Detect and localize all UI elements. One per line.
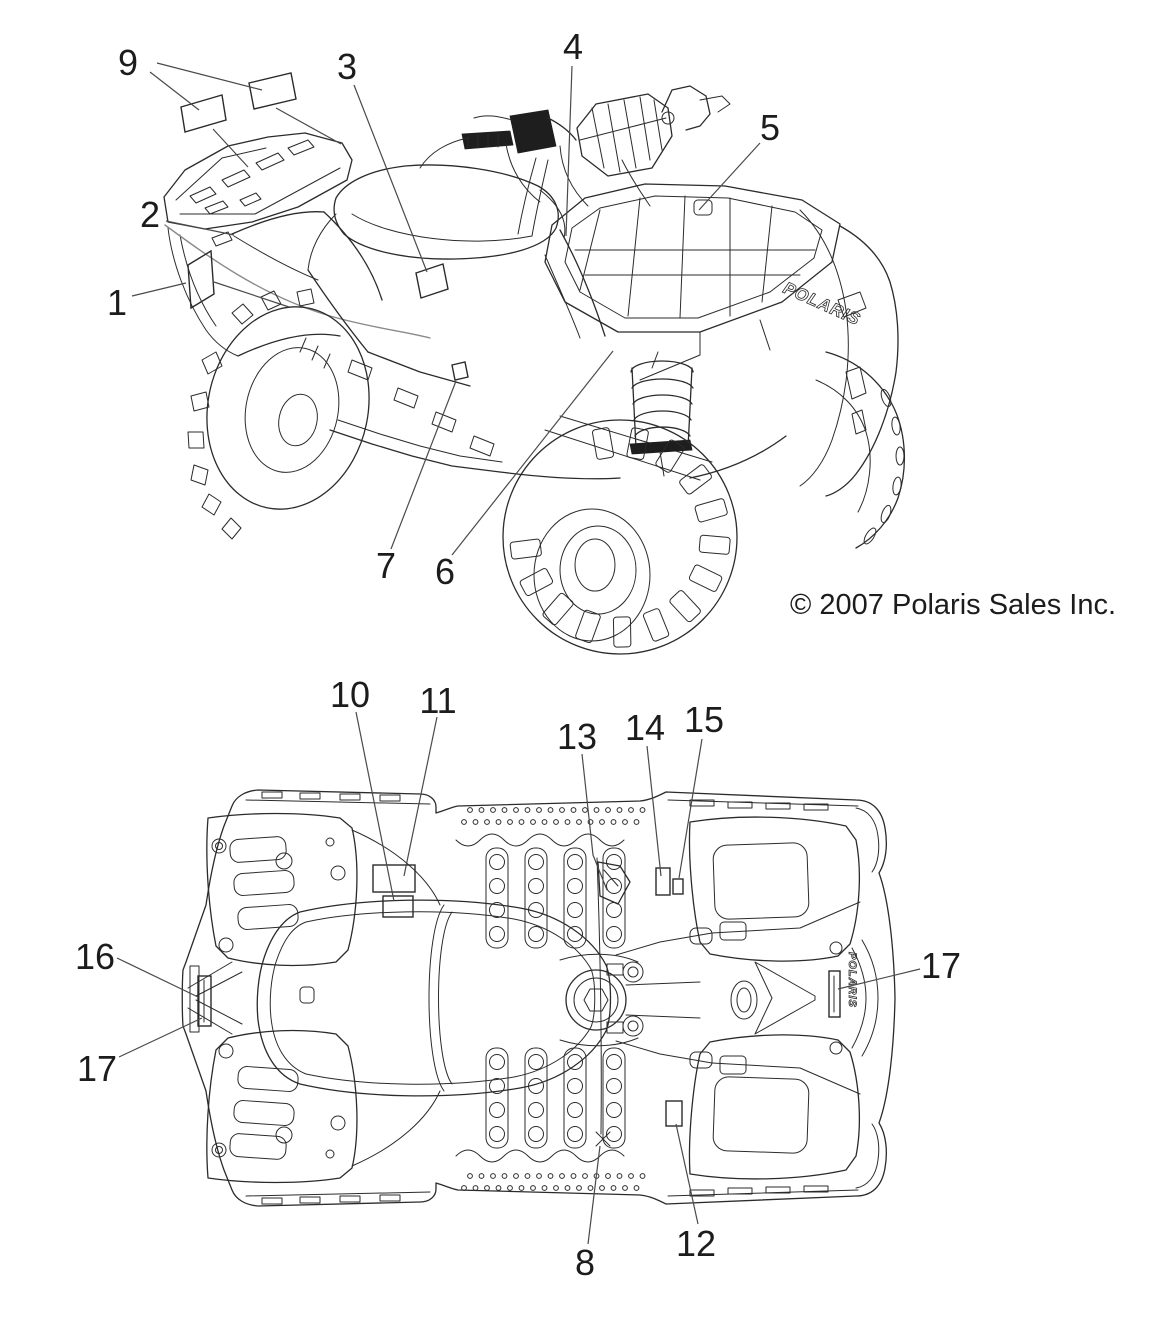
callout-6: 6 [435,350,614,592]
decal-10 [382,895,414,918]
callout-8-leader [587,1145,601,1245]
callout-2-label: 2 [140,194,160,235]
callout-16: 16 [75,936,199,998]
callout-3: 3 [337,46,428,273]
callout-6-leader [451,350,614,556]
callout-4-leader [565,65,573,237]
callout-12: 12 [675,1123,716,1264]
callout-15: 15 [678,699,724,879]
callout-17a-label: 17 [77,1048,117,1089]
callout-9-label: 9 [118,42,138,83]
callout-6-label: 6 [435,551,455,592]
decal-11 [372,864,416,893]
decal-9-right [248,72,297,110]
callout-7: 7 [376,380,457,586]
callout-13-leader [581,753,608,891]
callout-9-leader [149,71,200,111]
callout-7-label: 7 [376,545,396,586]
footboard-slot-strips [485,847,626,1149]
callout-9-leader [156,62,263,91]
callout-17b-label: 17 [921,945,961,986]
callout-16-leader [116,957,199,998]
callout-11-label: 11 [419,680,456,721]
callout-14-label: 14 [625,707,665,748]
decal-8-mark [595,1131,611,1147]
callout-8: 8 [575,1145,601,1283]
callout-1-leader [131,282,187,297]
center-wheel-tread [509,427,731,648]
callout-14-leader [646,745,662,877]
bottom-decals [372,864,684,1127]
callout-13: 13 [557,716,608,891]
callout-10: 10 [330,674,395,902]
callout-17b-leader [837,968,921,990]
top-decals [180,72,469,381]
callout-15-leader [678,738,703,879]
callout-3-leader [353,84,428,273]
decal-13-flag [597,861,631,905]
side-polaris-logo: POLARIS [780,278,863,329]
callout-2-leader [165,220,235,236]
callout-11-leader [403,716,438,877]
callout-14: 14 [625,707,665,877]
callout-5: 5 [698,107,780,211]
callout-8-label: 8 [575,1242,595,1283]
callout-4-label: 4 [563,26,583,67]
decal-3 [415,263,449,299]
decal-16-17-front [197,975,212,1027]
callout-1-leader [213,281,290,308]
callout-2: 2 [140,194,235,236]
callout-4: 4 [563,26,583,237]
callout-9-leader [212,128,249,168]
callout-1-label: 1 [107,282,127,323]
copyright-text: © 2007 Polaris Sales Inc. [790,589,1116,621]
callout-10-label: 10 [330,674,370,715]
bottom-figure-art: POLARIS [181,789,896,1207]
callout-9: 9 [118,42,342,168]
callout-17b: 17 [837,945,961,990]
callout-1: 1 [107,281,290,323]
decal-12 [665,1100,683,1127]
callout-5-label: 5 [760,107,780,148]
decal-14 [655,867,671,896]
callout-7-leader [390,380,457,550]
footboard-dot-rows [461,807,646,1191]
rear-polaris-logo: POLARIS [846,952,858,1008]
decal-1 [187,249,215,310]
callout-13-label: 13 [557,716,597,757]
callout-17a: 17 [77,1017,203,1089]
callout-11: 11 [403,680,457,877]
decal-15 [672,878,684,895]
callout-9-leader [275,107,342,145]
callout-12-label: 12 [676,1223,716,1264]
decal-9-left [180,94,227,133]
decal-17-rear [828,970,841,1018]
callout-15-label: 15 [684,699,724,740]
callout-12-leader [675,1123,699,1225]
callout-3-label: 3 [337,46,357,87]
decal-7 [451,361,469,381]
callout-16-label: 16 [75,936,115,977]
callout-10-leader [355,711,395,902]
top-figure-art: POLARIS [163,72,906,655]
callout-5-leader [698,142,761,211]
callout-17a-leader [118,1017,203,1058]
